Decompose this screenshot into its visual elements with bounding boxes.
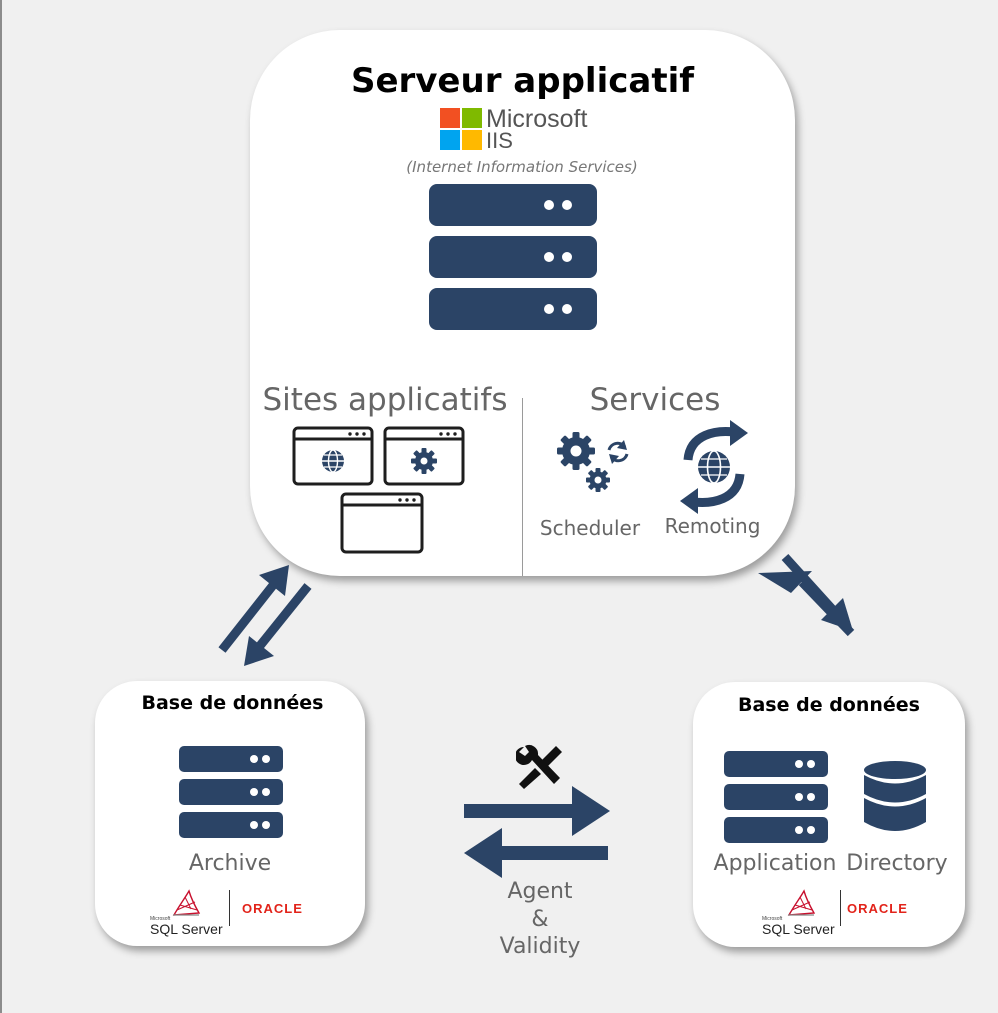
scheduler-label: Scheduler (539, 516, 641, 540)
web-site-globe-icon (292, 426, 374, 486)
archive-server-rack-icon (179, 746, 283, 838)
app-server-title: Serveur applicatif (350, 61, 695, 101)
microsoft-logo-icon (440, 108, 482, 150)
sql-brand-name-right: SQL Server (762, 921, 835, 937)
right-bidirectional-arrow-icon (758, 553, 855, 637)
exchange-arrows-icon (464, 786, 610, 878)
sites-label: Sites applicatifs (262, 382, 508, 418)
remoting-label: Remoting (664, 514, 761, 538)
iis-subtitle: (Internet Information Services) (406, 158, 638, 176)
directory-label: Directory (846, 851, 948, 876)
sql-brand-microsoft: Microsoft (150, 916, 171, 922)
archive-sql-server-brand: Microsoft SQL Server (150, 916, 223, 937)
validity-label: Validity (499, 934, 581, 959)
sql-server-logo-icon (172, 889, 201, 916)
web-site-gear-icon (383, 426, 465, 486)
application-label: Application (713, 851, 837, 876)
archive-brand-divider (229, 890, 230, 926)
app-server-rack-icon (429, 184, 597, 330)
application-oracle-brand: ORACLE (847, 901, 908, 916)
sql-server-logo-icon-right (787, 889, 816, 916)
left-bidirectional-arrow-icon (218, 565, 312, 666)
sql-brand-microsoft-right: Microsoft (762, 916, 783, 922)
archive-db-title: Base de données (141, 692, 324, 714)
application-sql-server-brand: Microsoft SQL Server (762, 916, 835, 937)
sql-brand-name: SQL Server (150, 921, 223, 937)
scheduler-gears-icon (557, 432, 629, 492)
agent-label: Agent (507, 879, 573, 904)
application-db-title: Base de données (737, 694, 920, 716)
remoting-globe-icon (680, 420, 748, 514)
services-label: Services (589, 382, 721, 418)
tools-icon (516, 745, 562, 789)
left-border (0, 0, 2, 1013)
ampersand-label: & (531, 907, 549, 932)
directory-database-icon (864, 761, 926, 831)
iis-brand-iis: IIS (486, 128, 513, 153)
application-server-rack-icon (724, 751, 828, 843)
application-brand-divider (840, 890, 841, 926)
app-server-divider (522, 398, 523, 576)
archive-label: Archive (188, 851, 272, 876)
iis-brand-microsoft: Microsoft (486, 105, 588, 133)
web-site-blank-icon (340, 492, 424, 554)
archive-oracle-brand: ORACLE (242, 901, 303, 916)
